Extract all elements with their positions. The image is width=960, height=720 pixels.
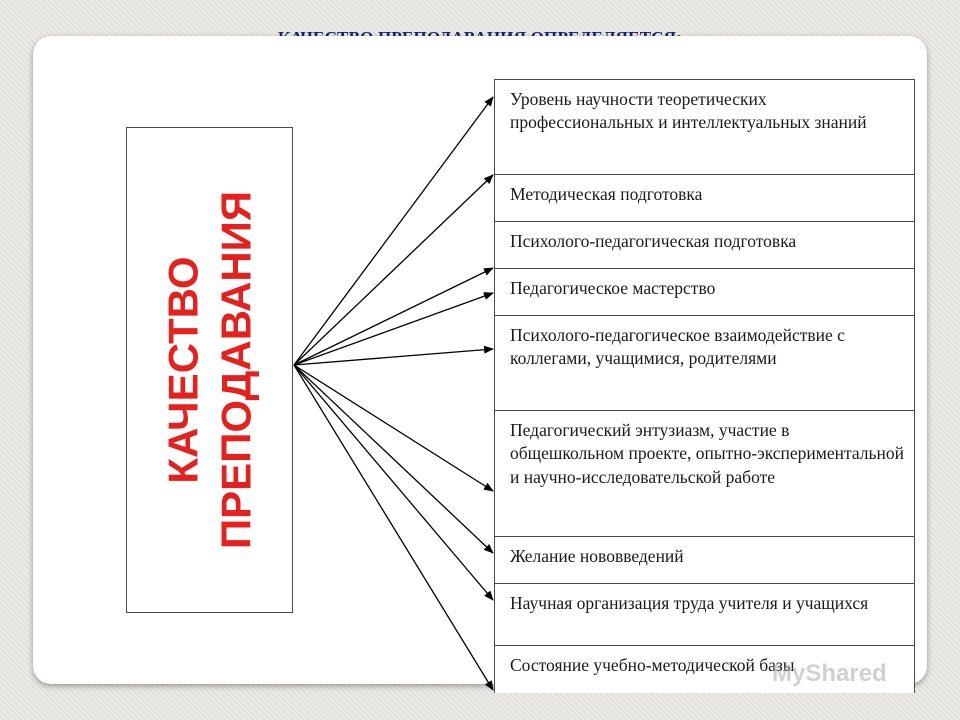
- arrow-7: [293, 364, 494, 554]
- central-concept-box: КАЧЕСТВО ПРЕПОДАВАНИЯ: [126, 127, 293, 613]
- factor-item-7: Желание нововведений: [495, 537, 914, 584]
- arrow-9: [293, 364, 494, 691]
- watermark-logo: MyShared: [772, 660, 887, 687]
- arrow-3: [293, 267, 494, 366]
- factor-item-1: Уровень научности теоретических професси…: [495, 80, 914, 175]
- factor-item-2: Методическая подготовка: [495, 175, 914, 222]
- factor-item-8: Научная организация труда учителя и учащ…: [495, 584, 914, 646]
- arrow-2: [293, 174, 494, 366]
- factor-item-3: Психолого-педагогическая подготовка: [495, 222, 914, 269]
- arrow-6: [293, 364, 494, 492]
- factors-list: Уровень научности теоретических професси…: [494, 79, 915, 693]
- arrow-8: [293, 364, 494, 601]
- factor-item-9: Состояние учебно-методической базы: [510, 655, 795, 675]
- arrow-5: [293, 345, 494, 366]
- factor-item-4: Педагогическое мастерство: [495, 269, 914, 316]
- factor-item-5: Психолого-педагогическое взаимодействие …: [495, 316, 914, 411]
- arrow-4: [293, 292, 494, 366]
- arrow-1: [293, 96, 494, 366]
- factor-item-6: Педагогический энтузиазм, участие в обще…: [495, 411, 914, 537]
